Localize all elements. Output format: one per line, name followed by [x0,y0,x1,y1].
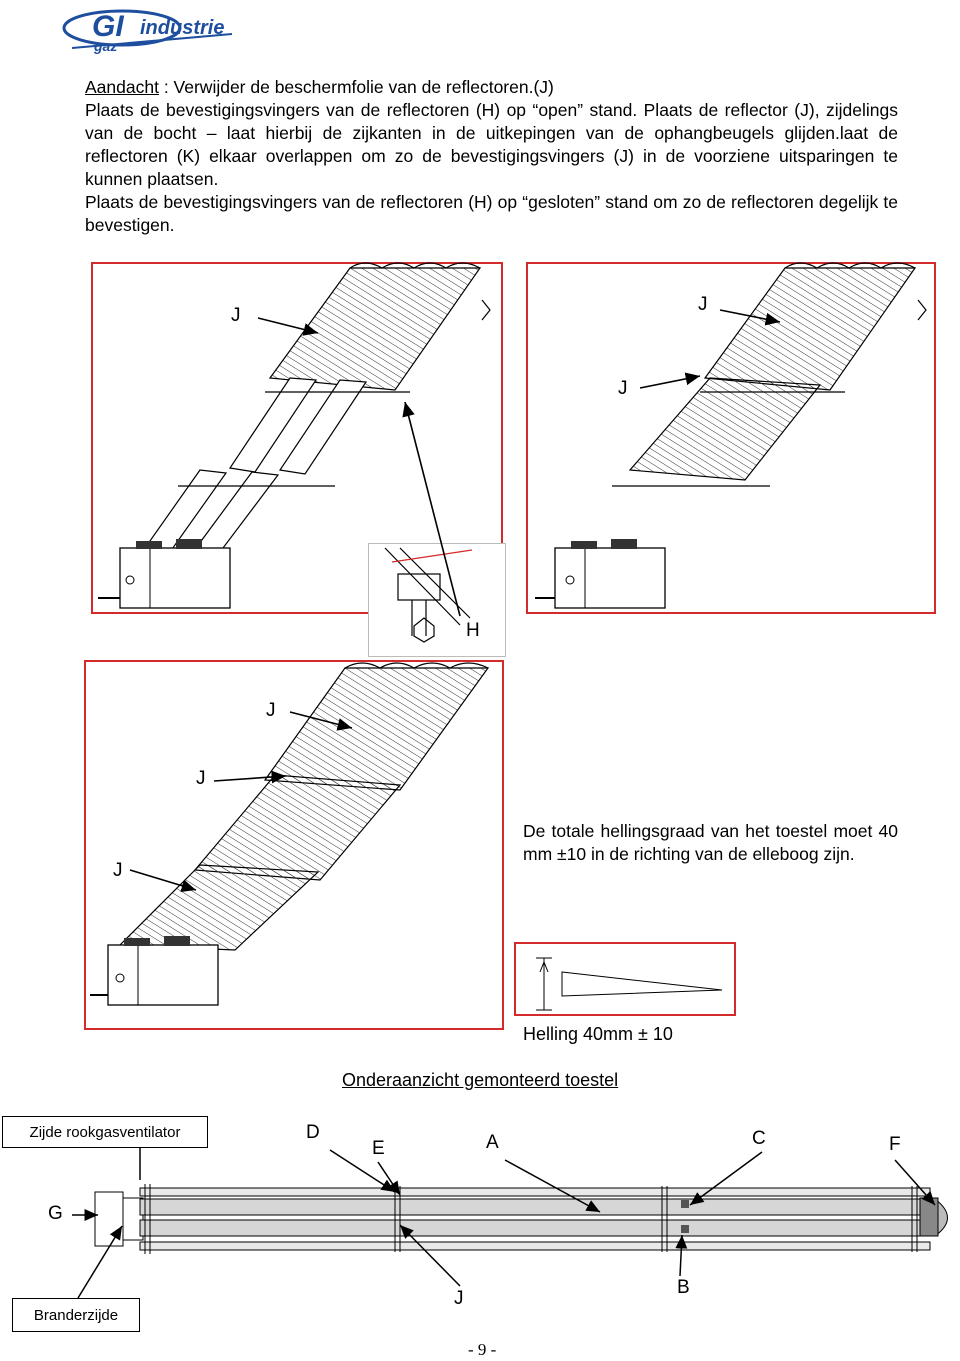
label-d: D [306,1122,320,1143]
slope-diagram [536,957,723,1011]
reflector-assembly-2 [535,262,927,609]
page-number: - 9 - [468,1340,497,1359]
label-e: E [372,1138,385,1159]
slope-note: De totale hellingsgraad van het toestel … [523,821,898,864]
bracket-detail [384,547,473,643]
callout-arrows [129,309,781,892]
label-f: F [889,1134,901,1155]
label-j-fig3-bottom: J [113,860,123,881]
burner-side-label: Branderzijde [12,1298,140,1332]
slope-caption: Helling 40mm ± 10 [523,1024,673,1044]
logo-gaz: gaz [93,38,117,54]
bottom-view-drawing [94,1184,948,1254]
instruction-paragraph-1: Plaats de bevestigingsvingers van de ref… [85,100,898,189]
label-b: B [677,1277,690,1298]
label-c: C [752,1128,766,1149]
label-j-fig3-top: J [266,700,276,721]
fan-side-label: Zijde rookgasventilator [2,1116,208,1148]
label-a: A [486,1132,499,1153]
label-h: H [466,620,480,641]
label-j-fig1: J [231,305,241,326]
bottom-view-title: Onderaanzicht gemonteerd toestel [342,1070,619,1090]
label-j-bottom: J [454,1288,464,1309]
reflector-assembly-1 [98,262,491,609]
label-j-fig3-mid: J [196,768,206,789]
attention-label: Aandacht [85,77,159,97]
attention-text: : Verwijder de beschermfolie van de refl… [158,77,554,97]
company-logo: GI industrie gaz [62,4,240,54]
label-j-fig2-top: J [698,294,708,315]
label-j-fig2-mid: J [618,378,628,399]
attention-line: Aandacht : Verwijder de beschermfolie va… [85,76,898,99]
bottom-callout-arrows [72,1133,936,1299]
instruction-block: Aandacht : Verwijder de beschermfolie va… [85,76,898,237]
instruction-paragraph-2: Plaats de bevestigingsvingers van de ref… [85,192,898,235]
logo-industrie: industrie [140,17,224,39]
logo-mark: GI [92,10,124,43]
reflector-assembly-3 [90,662,490,1006]
label-g: G [48,1203,63,1224]
